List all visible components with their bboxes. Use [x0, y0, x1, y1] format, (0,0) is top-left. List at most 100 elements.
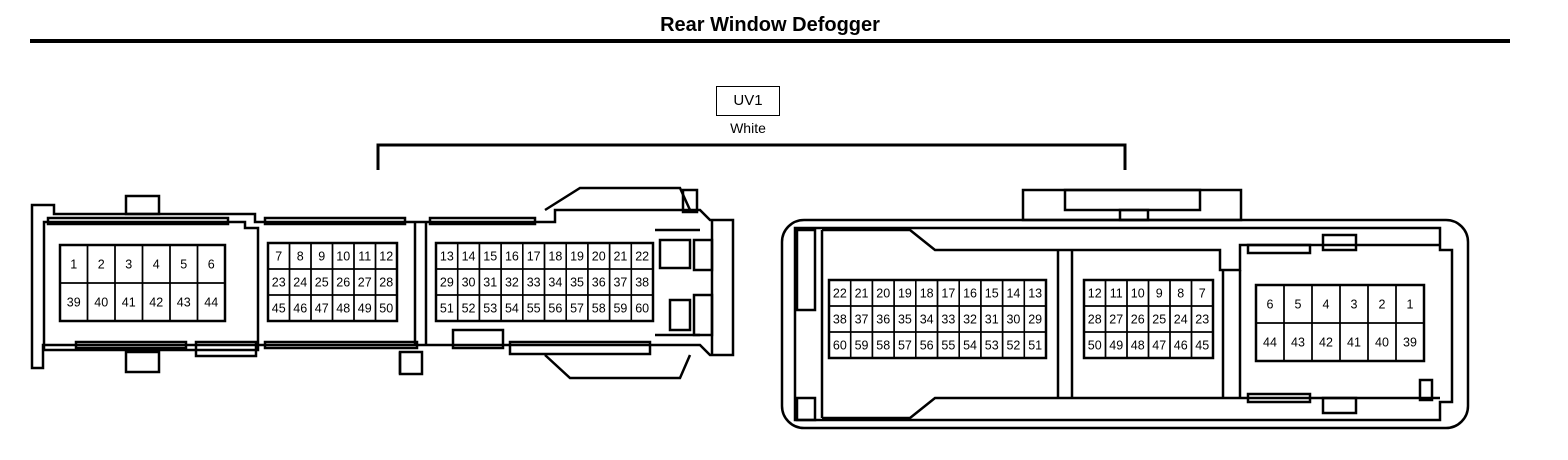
pin-number: 46	[293, 302, 307, 316]
pin-number: 56	[920, 339, 934, 353]
pin-number: 56	[548, 302, 562, 316]
pin-cell	[1190, 331, 1214, 359]
pin-number: 22	[635, 250, 649, 264]
pin-number: 43	[1291, 336, 1305, 350]
left-connector-body	[30, 186, 735, 380]
pin-number: 46	[1174, 339, 1188, 353]
pin-number: 48	[1131, 339, 1145, 353]
pin-cell	[196, 282, 226, 322]
pin-number: 54	[505, 302, 519, 316]
pin-number: 32	[963, 313, 977, 327]
pin-number: 19	[570, 250, 584, 264]
pin-number: 11	[358, 250, 371, 264]
pin-number: 2	[1379, 298, 1386, 312]
pin-number: 41	[122, 296, 136, 310]
title-rule	[30, 39, 1510, 43]
pin-number: 14	[1006, 287, 1020, 301]
pin-number: 55	[941, 339, 955, 353]
pin-number: 57	[898, 339, 912, 353]
connector-color-label: White	[730, 120, 766, 136]
pin-number: 23	[272, 276, 286, 290]
pin-number: 6	[1267, 298, 1274, 312]
pin-number: 35	[898, 313, 912, 327]
pin-number: 50	[1088, 339, 1102, 353]
pin-number: 51	[440, 302, 454, 316]
pin-number: 14	[462, 250, 476, 264]
pin-number: 30	[462, 276, 476, 290]
pin-number: 43	[177, 296, 191, 310]
pin-number: 32	[505, 276, 519, 290]
pin-number: 29	[1028, 313, 1042, 327]
pin-number: 4	[153, 258, 160, 272]
pin-number: 44	[204, 296, 218, 310]
pin-number: 17	[941, 287, 955, 301]
pin-cell	[1023, 331, 1047, 359]
pin-number: 8	[297, 250, 304, 264]
pin-number: 53	[985, 339, 999, 353]
pin-number: 20	[876, 287, 890, 301]
pin-number: 35	[570, 276, 584, 290]
page-title: Rear Window Defogger	[660, 14, 880, 36]
pin-number: 9	[318, 250, 325, 264]
pin-number: 25	[315, 276, 329, 290]
pin-number: 1	[1407, 298, 1414, 312]
pin-number: 59	[855, 339, 869, 353]
pin-number: 26	[1131, 313, 1145, 327]
pin-number: 16	[963, 287, 977, 301]
pin-number: 53	[483, 302, 497, 316]
pin-number: 28	[1088, 313, 1102, 327]
pin-number: 42	[1319, 336, 1333, 350]
pin-number: 22	[833, 287, 847, 301]
pin-number: 2	[98, 258, 105, 272]
pin-number: 23	[1195, 313, 1209, 327]
pin-cell	[1395, 322, 1425, 362]
pin-number: 36	[592, 276, 606, 290]
pin-number: 4	[1323, 298, 1330, 312]
pin-number: 49	[1109, 339, 1123, 353]
pin-number: 41	[1347, 336, 1361, 350]
pin-number: 18	[920, 287, 934, 301]
pin-number: 29	[440, 276, 454, 290]
pin-number: 30	[1006, 313, 1020, 327]
pin-number: 27	[1109, 313, 1123, 327]
pin-number: 45	[1195, 339, 1209, 353]
pin-number: 33	[941, 313, 955, 327]
pin-number: 55	[527, 302, 541, 316]
pin-number: 1	[70, 258, 77, 272]
pin-number: 15	[985, 287, 999, 301]
pin-number: 13	[440, 250, 454, 264]
pin-number: 31	[985, 313, 999, 327]
pin-number: 16	[505, 250, 519, 264]
pin-number: 19	[898, 287, 912, 301]
pin-number: 31	[483, 276, 497, 290]
pin-number: 39	[67, 296, 81, 310]
pin-cell	[630, 294, 654, 322]
pin-number: 58	[592, 302, 606, 316]
pin-number: 27	[358, 276, 372, 290]
pin-number: 24	[293, 276, 307, 290]
pin-number: 40	[94, 296, 108, 310]
pin-number: 33	[527, 276, 541, 290]
pin-number: 49	[358, 302, 372, 316]
pin-number: 24	[1174, 313, 1188, 327]
pin-number: 52	[1006, 339, 1020, 353]
pin-number: 21	[855, 287, 869, 301]
pin-number: 5	[180, 258, 187, 272]
pin-number: 48	[336, 302, 350, 316]
pin-number: 25	[1152, 313, 1166, 327]
pin-number: 60	[635, 302, 649, 316]
pin-number: 58	[876, 339, 890, 353]
pin-number: 40	[1375, 336, 1389, 350]
pin-number: 6	[208, 258, 215, 272]
pin-number: 12	[1088, 287, 1102, 301]
pin-number: 38	[833, 313, 847, 327]
pin-number: 47	[1152, 339, 1166, 353]
pin-number: 38	[635, 276, 649, 290]
